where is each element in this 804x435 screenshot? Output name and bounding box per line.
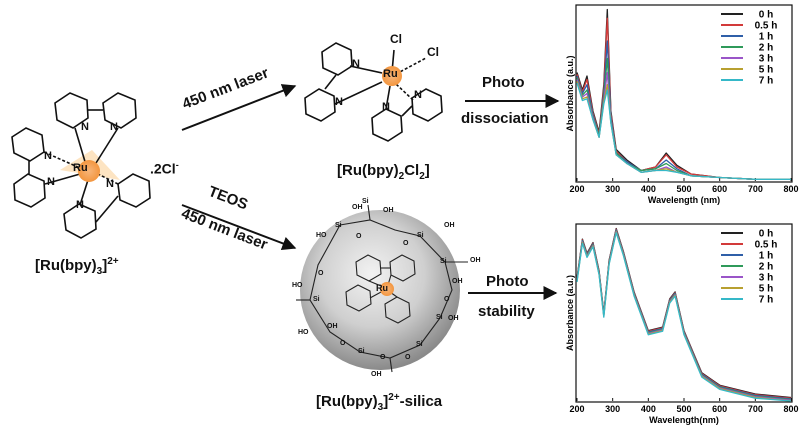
oh-label: OH — [371, 371, 382, 378]
si-label: Si — [416, 341, 423, 348]
oh-label: OH — [327, 323, 338, 330]
x-axis-label: Wavelength(nm) — [649, 415, 719, 425]
ru-bpy3-name: [Ru(bpy)3]2+ — [35, 256, 119, 277]
series-line-7-h — [576, 82, 791, 180]
n-label: N — [44, 150, 52, 162]
legend-label: 0.5 h — [755, 21, 778, 32]
cl-label-2: Cl — [427, 45, 439, 59]
legend-label: 7 h — [759, 76, 773, 87]
photo-label-top: Photo — [482, 74, 525, 91]
series-line-3-h — [576, 71, 791, 180]
bottom-reaction-arrow — [181, 204, 297, 251]
si-label: Si — [335, 222, 342, 229]
n-label: N — [47, 176, 55, 188]
x-tick-label: 600 — [712, 404, 727, 414]
x-tick-label: 800 — [783, 404, 798, 414]
legend-label: 2 h — [759, 262, 773, 273]
n-label: N — [106, 178, 114, 190]
n-label: N — [382, 101, 390, 113]
legend-label: 7 h — [759, 295, 773, 306]
oh-label: OH — [470, 257, 481, 264]
ru-bpy3-silica-name: [Ru(bpy)3]2+-silica — [316, 392, 443, 413]
o-label: O — [403, 240, 409, 247]
n-label: N — [81, 121, 89, 133]
legend-label: 1 h — [759, 251, 773, 262]
top-reaction-arrow — [181, 84, 297, 131]
si-label: Si — [313, 296, 320, 303]
oh-label: OH — [352, 204, 363, 211]
ru-atom-icon — [382, 66, 402, 86]
legend-label: 2 h — [759, 43, 773, 54]
o-label: O — [444, 296, 450, 303]
stability-label: stability — [478, 303, 535, 320]
o-label: O — [405, 354, 411, 361]
x-tick-label: 700 — [748, 184, 763, 194]
dissociation-label: dissociation — [461, 110, 549, 127]
ho-label: HO — [316, 232, 327, 239]
x-tick-label: 200 — [569, 404, 584, 414]
x-tick-label: 700 — [748, 404, 763, 414]
series-line-7-h — [576, 232, 792, 402]
o-label: O — [340, 340, 346, 347]
oh-label: OH — [444, 222, 455, 229]
cl-label-1: Cl — [390, 32, 402, 46]
si-label: Si — [362, 198, 369, 205]
legend-label: 0.5 h — [755, 240, 778, 251]
x-tick-label: 300 — [605, 184, 620, 194]
ru-atom-icon — [78, 160, 100, 182]
x-tick-label: 400 — [641, 404, 656, 414]
legend-label: 1 h — [759, 32, 773, 43]
legend-label: 5 h — [759, 284, 773, 295]
x-tick-label: 600 — [712, 184, 727, 194]
n-label: N — [335, 96, 343, 108]
si-label: Si — [417, 232, 424, 239]
silica-sphere — [296, 204, 468, 373]
n-label: N — [414, 89, 422, 101]
o-label: O — [380, 354, 386, 361]
x-tick-label: 800 — [783, 184, 798, 194]
n-label: N — [76, 199, 84, 211]
ru-bpy2cl2-structure — [304, 42, 443, 142]
legend-label: 5 h — [759, 65, 773, 76]
ru-metal-label-top: Ru — [383, 68, 398, 80]
ho-label: HO — [292, 282, 303, 289]
oh-label: OH — [448, 315, 459, 322]
legend-label: 0 h — [759, 10, 773, 21]
legend-label: 3 h — [759, 54, 773, 65]
legend-label: 3 h — [759, 273, 773, 284]
ru-bpy2cl2-name: [Ru(bpy)2Cl2] — [337, 162, 430, 182]
chloride-counterion: .2Cl- — [150, 160, 179, 177]
photo-label-bottom: Photo — [486, 273, 529, 290]
n-label: N — [352, 58, 360, 70]
chart-bottom-frame — [575, 223, 793, 403]
n-label: N — [110, 121, 118, 133]
o-label: O — [318, 270, 324, 277]
y-axis-label: Absorbance (a.u.) — [565, 55, 575, 131]
o-label: O — [356, 233, 362, 240]
y-axis-label: Absorbance (a.u.) — [565, 275, 575, 351]
x-tick-label: 400 — [641, 184, 656, 194]
chart-top-frame — [575, 4, 793, 183]
ru-bpy3-structure — [11, 92, 151, 239]
x-tick-label: 500 — [676, 404, 691, 414]
x-tick-label: 500 — [676, 184, 691, 194]
ho-label: HO — [298, 329, 309, 336]
x-tick-label: 200 — [569, 184, 584, 194]
si-label: Si — [440, 258, 447, 265]
x-tick-label: 300 — [605, 404, 620, 414]
x-axis-label: Wavelength (nm) — [648, 195, 720, 205]
oh-label: OH — [383, 207, 394, 214]
si-label: Si — [436, 314, 443, 321]
ru-metal-label-silica: Ru — [376, 283, 388, 293]
si-label: Si — [358, 348, 365, 355]
legend-label: 0 h — [759, 229, 773, 240]
ru-metal-label: Ru — [73, 162, 88, 174]
oh-label: OH — [452, 278, 463, 285]
